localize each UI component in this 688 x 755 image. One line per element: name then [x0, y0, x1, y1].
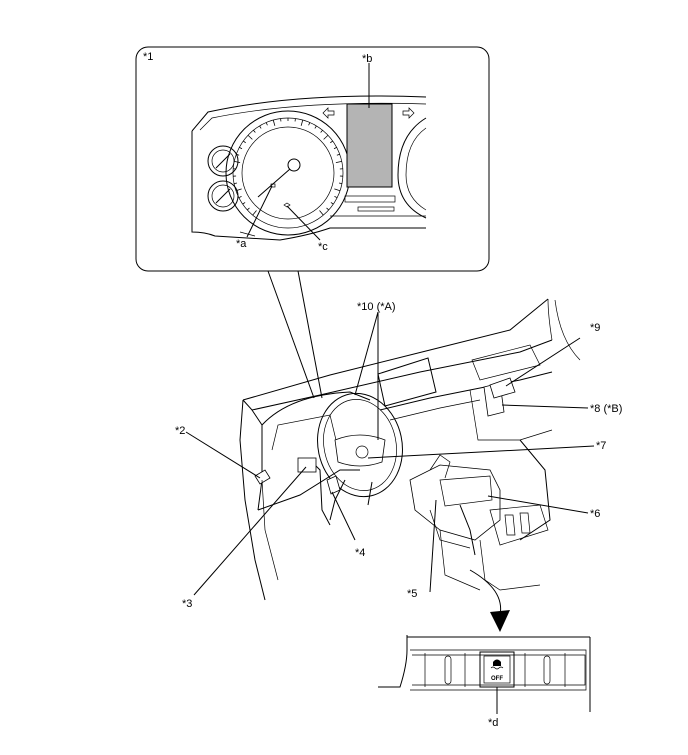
right-dash-side	[519, 439, 551, 541]
meter-hood-inner	[199, 102, 427, 131]
vsc-off-icon	[490, 659, 504, 670]
speedometer-tick	[308, 122, 311, 126]
speedometer-tick	[335, 160, 342, 164]
center-display	[377, 357, 437, 407]
speedometer-tick	[314, 125, 317, 129]
speedometer-tick	[235, 188, 242, 192]
indicator-a	[270, 183, 276, 188]
turn-signal-right-icon	[402, 107, 415, 119]
turn-signal-left-icon	[322, 107, 335, 119]
multi-information-display	[346, 103, 393, 188]
speedometer-tick	[265, 122, 268, 126]
inset-leader-right	[297, 270, 323, 399]
speedometer-tick	[333, 147, 337, 150]
speedometer-tick	[243, 140, 246, 144]
odo-display	[344, 195, 396, 203]
speedometer-tick	[334, 195, 338, 199]
speedometer-tick	[259, 125, 262, 129]
right-vent	[471, 344, 541, 381]
speedometer-tick	[253, 129, 256, 133]
inset-leader-left	[267, 270, 315, 399]
callout-2: *2	[175, 425, 185, 437]
callout-4: *4	[355, 547, 365, 559]
shift-lever	[429, 454, 451, 479]
detail-arrowhead	[490, 610, 510, 632]
callout-c: *c	[318, 241, 328, 253]
speedometer-tick	[236, 153, 240, 156]
windshield-edge	[242, 298, 549, 401]
meter-housing	[191, 95, 427, 241]
switch-blank-1	[444, 655, 452, 685]
inset-frame	[135, 46, 490, 272]
dlc3-connector	[297, 457, 317, 473]
speedometer-tick	[300, 119, 304, 126]
switch-panel-detail: OFF	[378, 635, 591, 714]
callout-5: *5	[407, 588, 417, 600]
speedometer-tick	[330, 202, 334, 205]
cluster-hood	[261, 391, 371, 426]
needle-hub	[287, 158, 301, 172]
speedometer-tick	[320, 129, 323, 133]
speedometer-tick	[247, 134, 253, 140]
speedometer-tick	[319, 210, 324, 216]
center-console	[409, 464, 501, 541]
leader-lines	[185, 311, 595, 596]
lower-dash-left	[257, 469, 360, 511]
fuel-gauge	[207, 145, 239, 177]
callout-d: *d	[488, 717, 498, 729]
speedometer-tick	[338, 182, 343, 184]
callout-9: *9	[590, 322, 600, 334]
speedometer-ticks	[233, 118, 343, 216]
callout-7: *7	[596, 440, 606, 452]
a-pillar	[554, 299, 581, 361]
tachometer-partial	[397, 117, 427, 219]
speedometer	[225, 110, 351, 236]
callout-a: *a	[236, 238, 247, 250]
indicator-c	[283, 202, 291, 208]
speedometer-tick	[233, 182, 238, 184]
combination-meter	[191, 95, 427, 241]
callout-labels: *1 *b *a *c *10 (*A) *9 *8 (*B) *2 *7 *6…	[143, 51, 622, 729]
callout-3: *3	[182, 598, 192, 610]
rear-console-vents	[489, 504, 549, 546]
speedometer-tick	[239, 147, 243, 150]
speedometer-tick	[234, 160, 241, 164]
callout-10: *10 (*A)	[357, 301, 396, 313]
switch-blank-2	[543, 655, 551, 685]
part-2-connector	[254, 469, 271, 485]
callout-1: *1	[143, 51, 153, 63]
detail-arrow	[469, 569, 502, 616]
speedometer-tick	[242, 202, 246, 205]
callout-6: *6	[590, 508, 600, 520]
part-9-relay	[489, 377, 516, 399]
speedometer-tick	[334, 188, 341, 192]
meter-inset	[135, 46, 490, 399]
vsc-off-text: OFF	[491, 676, 503, 682]
speed-needle	[257, 168, 291, 198]
callout-8: *8 (*B)	[590, 403, 622, 415]
speedometer-tick	[326, 207, 329, 211]
speedometer-tick	[336, 153, 340, 156]
stop-light-switch	[326, 475, 341, 495]
speedometer-tick	[323, 134, 329, 140]
speedometer-tick	[252, 210, 257, 216]
console-harness	[459, 504, 476, 556]
steering-column	[329, 479, 373, 521]
dash-top-edge	[242, 339, 553, 411]
speedometer-tick	[238, 195, 242, 199]
speedometer-tick	[330, 140, 333, 144]
callout-b: *b	[362, 53, 372, 65]
speedometer-tick	[247, 207, 250, 211]
steering-wheel	[317, 392, 403, 498]
speedometer-tick	[272, 119, 276, 126]
